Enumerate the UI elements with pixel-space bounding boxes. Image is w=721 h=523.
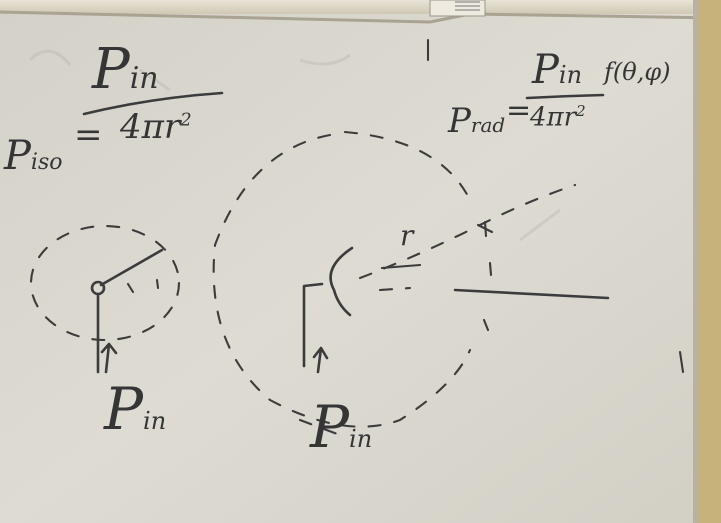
board-top-frame	[0, 0, 721, 14]
left-lhs-symbol: P	[4, 133, 31, 179]
left-denominator-exponent: 2	[180, 109, 192, 131]
right-lhs-subscript: rad	[470, 113, 506, 137]
boresight-line	[453, 288, 610, 300]
left-fraction-bar	[82, 91, 224, 116]
left-input-symbol: P	[104, 375, 144, 443]
left-lhs-subscript: iso	[30, 150, 63, 175]
right-denominator-exponent: 2	[576, 102, 586, 120]
left-input-subscript: in	[143, 407, 167, 435]
isotropic-radius-line	[99, 248, 164, 287]
left-input-label: Pin	[104, 380, 166, 438]
right-input-symbol: P	[310, 393, 350, 461]
right-formula-numerator: Pin	[532, 50, 582, 90]
left-formula-numerator: Pin	[92, 42, 159, 98]
right-formula-equals: =	[506, 93, 532, 128]
left-numerator-subscript: in	[129, 61, 159, 96]
directional-antenna-diagram	[212, 130, 610, 437]
reflector-arc	[329, 246, 354, 317]
left-denominator-base: 4πr	[120, 107, 181, 147]
right-formula-denominator: 4πr2	[530, 104, 586, 131]
right-input-subscript: in	[349, 425, 373, 453]
right-formula-factor: f(θ,φ)	[604, 58, 671, 86]
right-fraction-bar	[525, 93, 605, 100]
right-formula-lhs: Prad	[448, 104, 505, 138]
left-formula-equals: =	[74, 115, 103, 155]
left-numerator-symbol: P	[92, 37, 130, 102]
right-input-label: Pin	[310, 398, 372, 456]
eraser	[429, 0, 486, 17]
stray-mark	[678, 350, 685, 374]
isotropic-dashed-circle	[29, 224, 181, 342]
cross-mark	[476, 220, 494, 238]
wall-edge	[697, 0, 721, 523]
radiation-dashed-boundary	[212, 133, 472, 428]
left-formula-denominator: 4πr2	[120, 110, 192, 144]
antenna-feed-line	[302, 282, 324, 368]
right-numerator-subscript: in	[558, 61, 583, 89]
isotropic-input-arrow	[100, 342, 118, 374]
isotropic-source-diagram	[29, 224, 181, 374]
right-lhs-symbol: P	[448, 101, 471, 141]
radius-label: r	[400, 219, 414, 252]
left-formula-lhs: Piso	[4, 136, 63, 176]
antenna-input-arrow	[312, 346, 329, 374]
upper-beam-line	[358, 183, 577, 280]
right-denominator-base: 4πr	[530, 102, 577, 133]
right-numerator-symbol: P	[532, 47, 559, 93]
